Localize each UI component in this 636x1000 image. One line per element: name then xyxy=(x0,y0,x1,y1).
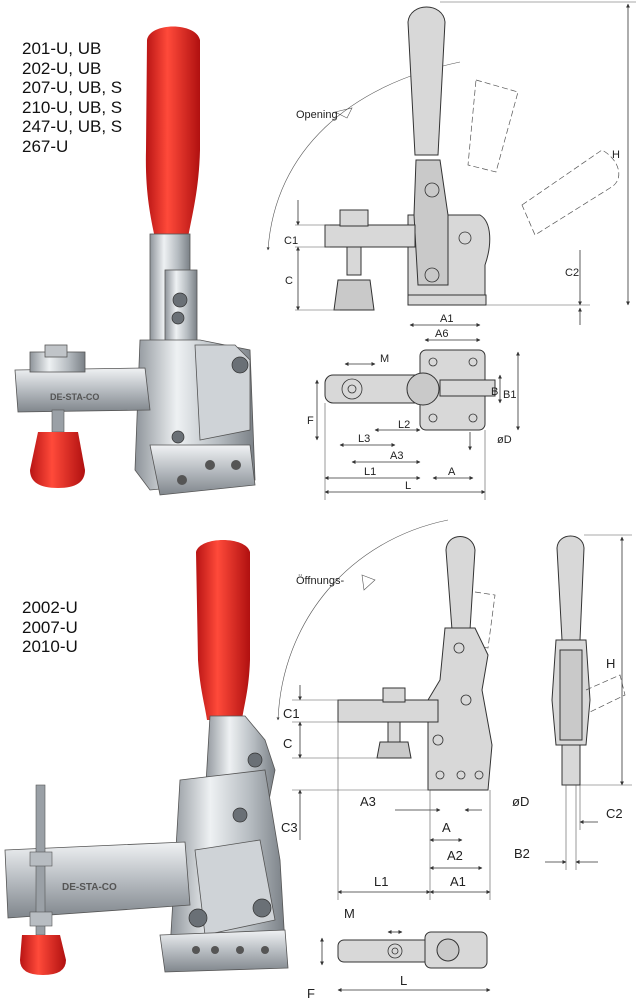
photo-marking-top: DE-STA-CO xyxy=(50,392,99,402)
dim-C-top: C xyxy=(285,275,293,287)
clamp-photo-bottom: DE-STA-CO xyxy=(4,540,289,975)
dim-C1-bottom: C1 xyxy=(283,706,300,721)
model-number: 2010-U xyxy=(22,637,78,656)
dim-C1-top: C1 xyxy=(284,235,298,247)
model-number: 2002-U xyxy=(22,598,78,617)
dim-A3-bottom: A3 xyxy=(360,794,376,809)
model-number: 207-U, UB, S xyxy=(22,78,123,97)
dim-H-bottom: H xyxy=(606,656,615,671)
dim-L3-top: L3 xyxy=(358,433,370,445)
model-number: 2007-U xyxy=(22,617,78,637)
clamp-photo-top: DE-STA-CO xyxy=(14,26,256,496)
technical-drawing-bottom-plan: M F L xyxy=(307,906,491,1000)
dim-M-top: M xyxy=(380,353,389,365)
dim-A1-bottom: A1 xyxy=(450,874,466,889)
dim-A-top: A xyxy=(448,466,456,478)
dim-F-bottom: F xyxy=(307,986,315,1000)
technical-drawing-bottom-side: Öffnungs- C1 C C3 A3 øD A A2 xyxy=(276,519,529,900)
label-opening-top: Opening xyxy=(296,109,338,121)
photo-marking-bottom: DE-STA-CO xyxy=(62,882,117,893)
dim-L-bottom: L xyxy=(400,973,407,988)
dim-D-bottom: øD xyxy=(512,794,529,809)
model-number: 202-U, UB xyxy=(22,58,102,78)
dim-M-bottom: M xyxy=(344,906,355,921)
dim-B-top: B xyxy=(491,386,498,398)
model-number: 201-U, UB xyxy=(22,39,102,58)
dim-L-top: L xyxy=(405,480,411,492)
dim-C2-top: C2 xyxy=(565,267,579,279)
dim-L1-bottom: L1 xyxy=(374,874,388,889)
technical-drawing-bottom-front: H C2 B2 xyxy=(514,534,632,870)
dim-F-top: F xyxy=(307,415,314,427)
dim-L2-top: L2 xyxy=(398,419,410,431)
technical-drawing-top-plan: M B1 B F L2 L3 A3 øD A L1 L xyxy=(307,349,520,500)
dim-A3-top: A3 xyxy=(390,450,403,462)
label-opening-bottom: Öffnungs- xyxy=(296,575,344,587)
dim-L1-top: L1 xyxy=(364,466,376,478)
dim-D-top: øD xyxy=(497,434,512,446)
dim-C2-bottom: C2 xyxy=(606,806,623,821)
dim-A6-top: A6 xyxy=(435,328,448,340)
dim-C3-bottom: C3 xyxy=(281,820,298,835)
model-number: 210-U, UB, S xyxy=(22,97,123,117)
model-number: 247-U, UB, S xyxy=(22,117,123,136)
dim-A2-bottom: A2 xyxy=(447,848,463,863)
technical-drawing-top-side: Opening H C1 C C2 A1 A6 xyxy=(266,1,636,342)
model-number: 267-U xyxy=(22,136,69,156)
dim-H-top: H xyxy=(612,149,620,161)
dim-A-bottom: A xyxy=(442,820,451,835)
dim-C-bottom: C xyxy=(283,736,292,751)
dim-B1-top: B1 xyxy=(503,389,516,401)
dim-B2-bottom: B2 xyxy=(514,846,530,861)
dim-A1-top: A1 xyxy=(440,313,453,325)
